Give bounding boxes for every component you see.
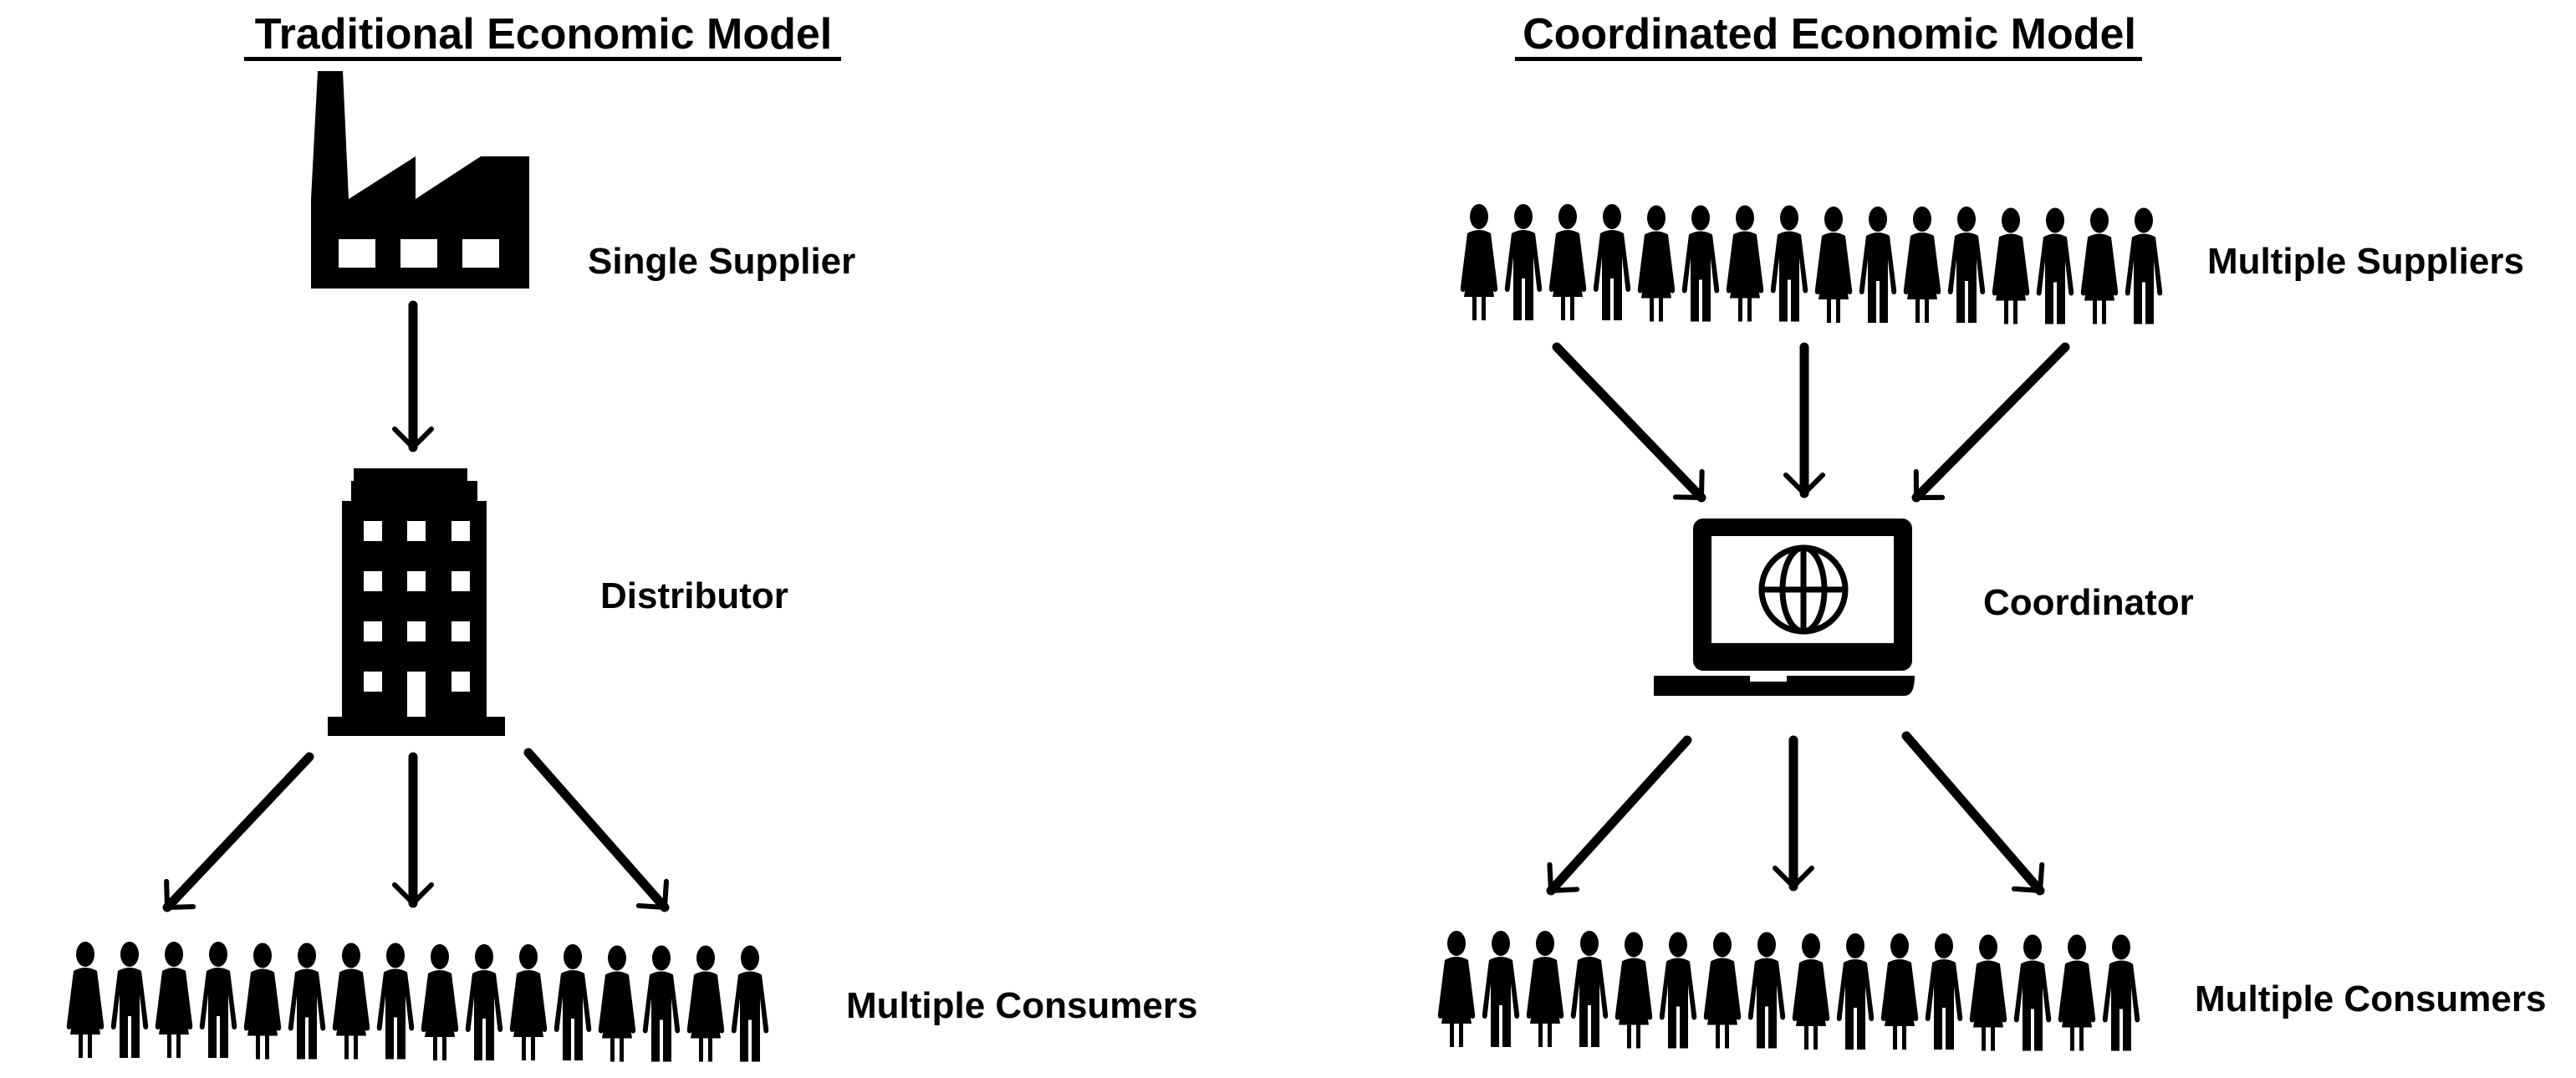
suppliers-people-row-icon	[1460, 204, 2163, 324]
woman-figure-icon	[1726, 205, 1764, 322]
woman-figure-icon	[1792, 933, 1830, 1050]
arrow-distributor-to-consumers-right	[523, 748, 670, 912]
man-figure-icon	[465, 944, 503, 1060]
woman-figure-icon	[1903, 207, 1941, 323]
man-figure-icon	[642, 945, 681, 1062]
arrow-suppliers-to-coordinator-left	[1552, 342, 1706, 503]
coordinated-model-title: Coordinated Economic Model	[1523, 10, 2136, 59]
coordinator-label: Coordinator	[1983, 582, 2194, 623]
multiple-suppliers-label: Multiple Suppliers	[2207, 241, 2524, 282]
man-figure-icon	[288, 943, 326, 1060]
woman-figure-icon	[2080, 207, 2119, 324]
woman-figure-icon	[1880, 933, 1919, 1050]
man-figure-icon	[2125, 207, 2163, 324]
man-figure-icon	[1504, 204, 1543, 320]
woman-figure-icon	[243, 943, 282, 1060]
man-figure-icon	[1747, 932, 1786, 1049]
factory-icon	[311, 71, 529, 289]
woman-figure-icon	[1814, 207, 1853, 323]
traditional-model-title: Traditional Economic Model	[255, 10, 833, 59]
woman-figure-icon	[421, 944, 459, 1060]
man-figure-icon	[1681, 205, 1720, 322]
woman-figure-icon	[66, 942, 105, 1058]
traditional-model-panel: Traditional Economic Model Single Suppli…	[66, 10, 1198, 1062]
man-figure-icon	[2036, 207, 2074, 324]
multiple-consumers-label: Multiple Consumers	[846, 985, 1198, 1026]
woman-figure-icon	[155, 942, 193, 1058]
multiple-consumers-label: Multiple Consumers	[2195, 978, 2547, 1019]
woman-figure-icon	[1614, 932, 1653, 1049]
man-figure-icon	[2013, 934, 2052, 1051]
consumers-people-row-icon	[1437, 931, 2140, 1051]
distributor-label: Distributor	[600, 575, 788, 616]
man-figure-icon	[1570, 931, 1609, 1047]
woman-figure-icon	[1637, 205, 1676, 322]
arrow-suppliers-to-coordinator-right	[1911, 342, 2070, 503]
woman-figure-icon	[598, 945, 636, 1062]
man-figure-icon	[1770, 205, 1808, 322]
man-figure-icon	[731, 945, 769, 1062]
woman-figure-icon	[1526, 931, 1564, 1047]
man-figure-icon	[1482, 931, 1520, 1047]
arrow-distributor-to-consumers-left	[162, 752, 314, 912]
woman-figure-icon	[509, 944, 548, 1060]
man-figure-icon	[376, 943, 415, 1060]
man-figure-icon	[199, 942, 237, 1058]
man-figure-icon	[1925, 933, 1963, 1050]
coordinated-model-panel: Coordinated Economic Model Multiple Supp…	[1437, 10, 2547, 1051]
coordinated-title-underline	[1515, 57, 2142, 61]
woman-figure-icon	[1548, 204, 1587, 320]
woman-figure-icon	[332, 943, 370, 1060]
arrow-coordinator-to-consumers-left	[1546, 735, 1692, 896]
man-figure-icon	[110, 942, 149, 1058]
consumers-people-row-icon	[66, 942, 769, 1062]
arrow-coordinator-to-consumers-right	[1901, 731, 2045, 896]
laptop-globe-icon	[1654, 519, 1915, 696]
single-supplier-label: Single Supplier	[588, 241, 855, 282]
woman-figure-icon	[1437, 931, 1476, 1047]
man-figure-icon	[1836, 933, 1875, 1050]
woman-figure-icon	[686, 945, 725, 1062]
woman-figure-icon	[1703, 932, 1742, 1049]
traditional-title-underline	[244, 57, 841, 61]
office-building-icon	[328, 468, 505, 736]
man-figure-icon	[1593, 204, 1631, 320]
woman-figure-icon	[1460, 204, 1498, 320]
man-figure-icon	[1859, 207, 1897, 323]
man-figure-icon	[553, 944, 592, 1060]
woman-figure-icon	[2058, 934, 2096, 1051]
man-figure-icon	[1947, 207, 1986, 323]
woman-figure-icon	[1992, 207, 2030, 324]
man-figure-icon	[2102, 934, 2140, 1051]
woman-figure-icon	[1969, 934, 2007, 1051]
man-figure-icon	[1659, 932, 1697, 1049]
